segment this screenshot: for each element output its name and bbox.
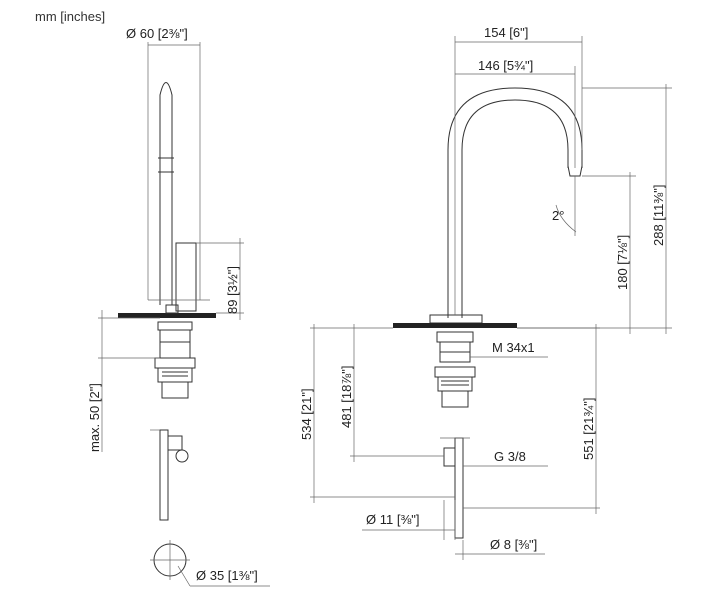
- label-spout-clearance: 180 [7⅛"]: [615, 235, 630, 290]
- label-spout-reach-inner: 146 [5¾"]: [478, 58, 533, 73]
- label-body-diameter: Ø 60 [2⅜"]: [126, 26, 188, 41]
- dim-spout-tilt: 2°: [552, 176, 577, 236]
- dim-hose-length-b: 481 [18⅞"]: [339, 324, 444, 462]
- dim-mount-thread: M 34x1: [470, 340, 548, 358]
- label-spout-reach-outer: 154 [6"]: [484, 25, 528, 40]
- label-flange-diameter: Ø 35 [1⅜"]: [196, 568, 258, 583]
- label-hose-diameter-b: Ø 8 [⅜"]: [490, 537, 537, 552]
- dim-hose-diameter-b: Ø 8 [⅜"]: [455, 537, 545, 560]
- dim-hose-length-a: 534 [21"]: [299, 324, 455, 503]
- dim-connection-thread: G 3/8: [463, 449, 548, 467]
- handle-side-view: [118, 82, 216, 580]
- label-connection-thread: G 3/8: [494, 449, 526, 464]
- dim-body-height: 89 [3½"]: [196, 238, 244, 320]
- dim-spout-reach-inner: 146 [5¾"]: [455, 58, 576, 168]
- dim-flange-diameter: Ø 35 [1⅜"]: [177, 565, 270, 587]
- dim-spout-reach-outer: 154 [6"]: [454, 25, 583, 315]
- label-mount-thread: M 34x1: [492, 340, 535, 355]
- dim-body-diameter: Ø 60 [2⅜"]: [126, 26, 201, 300]
- label-spout-tilt: 2°: [552, 208, 564, 223]
- label-max-thickness: max. 50 [2"]: [87, 383, 102, 452]
- label-hose-diameter-a: Ø 11 [⅜"]: [366, 512, 420, 527]
- label-hose-length-b: 481 [18⅞"]: [339, 366, 354, 428]
- dim-spout-clearance: 180 [7⅛"]: [517, 172, 636, 334]
- label-spout-height: 288 [11⅜"]: [651, 185, 666, 246]
- label-body-height: 89 [3½"]: [225, 266, 240, 314]
- label-hose-length-a: 534 [21"]: [299, 388, 314, 440]
- dim-hose-length-c: 551 [21¾"]: [463, 324, 600, 514]
- dim-hose-diameter-a: Ø 11 [⅜"]: [362, 500, 456, 540]
- label-hose-length-c: 551 [21¾"]: [581, 398, 596, 460]
- dim-max-thickness: max. 50 [2"]: [87, 310, 160, 452]
- spout-view: [393, 87, 583, 539]
- dim-spout-height: 288 [11⅜"]: [582, 84, 672, 334]
- units-label: mm [inches]: [35, 9, 106, 24]
